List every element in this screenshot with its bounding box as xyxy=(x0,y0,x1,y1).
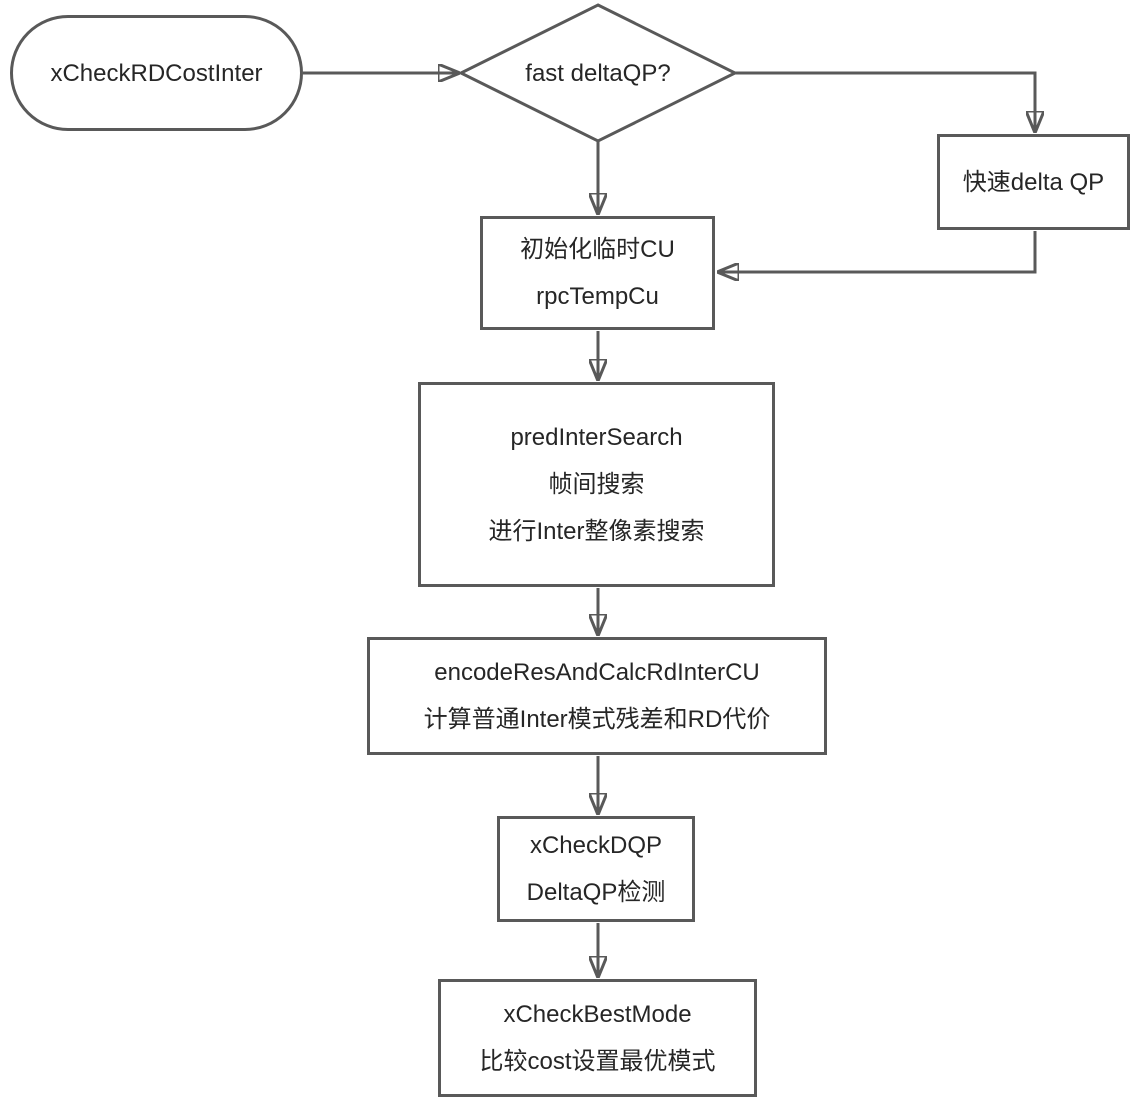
process-init-temp-cu-line1: 初始化临时CU xyxy=(520,236,675,263)
process-encode-res-calc-rd: encodeResAndCalcRdInterCU 计算普通Inter模式残差和… xyxy=(367,637,827,755)
process-pred-inter-search: predInterSearch 帧间搜索 进行Inter整像素搜索 xyxy=(418,382,775,587)
process-encode-res-line2: 计算普通Inter模式残差和RD代价 xyxy=(423,706,771,733)
process-pred-inter-search-line3: 进行Inter整像素搜索 xyxy=(488,518,705,545)
process-xcheck-best-mode-line2: 比较cost设置最优模式 xyxy=(479,1048,716,1075)
process-pred-inter-search-line1: predInterSearch xyxy=(510,424,683,451)
process-xcheck-best-mode-line1: xCheckBestMode xyxy=(503,1001,692,1028)
process-init-temp-cu-line2: rpcTempCu xyxy=(536,283,659,310)
process-xcheck-best-mode: xCheckBestMode 比较cost设置最优模式 xyxy=(438,979,757,1097)
process-xcheck-dqp-line1: xCheckDQP xyxy=(529,832,663,859)
process-xcheck-dqp: xCheckDQP DeltaQP检测 xyxy=(497,816,695,922)
start-terminator-xcheckrdcostinter: xCheckRDCostInter xyxy=(10,15,303,131)
decision-label: fast deltaQP? xyxy=(525,59,671,87)
decision-fast-deltaqp: fast deltaQP? xyxy=(461,5,735,141)
process-fast-delta-qp: 快速delta QP xyxy=(937,134,1130,230)
process-fast-delta-qp-label: 快速delta QP xyxy=(962,168,1105,196)
process-pred-inter-search-line2: 帧间搜索 xyxy=(548,471,645,498)
edge-fast-delta-qp-to-init-temp-cu xyxy=(718,231,1037,272)
edge-decision-to-fast-delta-qp xyxy=(735,71,1035,132)
process-encode-res-line1: encodeResAndCalcRdInterCU xyxy=(434,659,760,686)
start-label: xCheckRDCostInter xyxy=(50,59,263,87)
process-xcheck-dqp-line2: DeltaQP检测 xyxy=(526,879,666,906)
process-init-temp-cu: 初始化临时CU rpcTempCu xyxy=(480,216,715,330)
